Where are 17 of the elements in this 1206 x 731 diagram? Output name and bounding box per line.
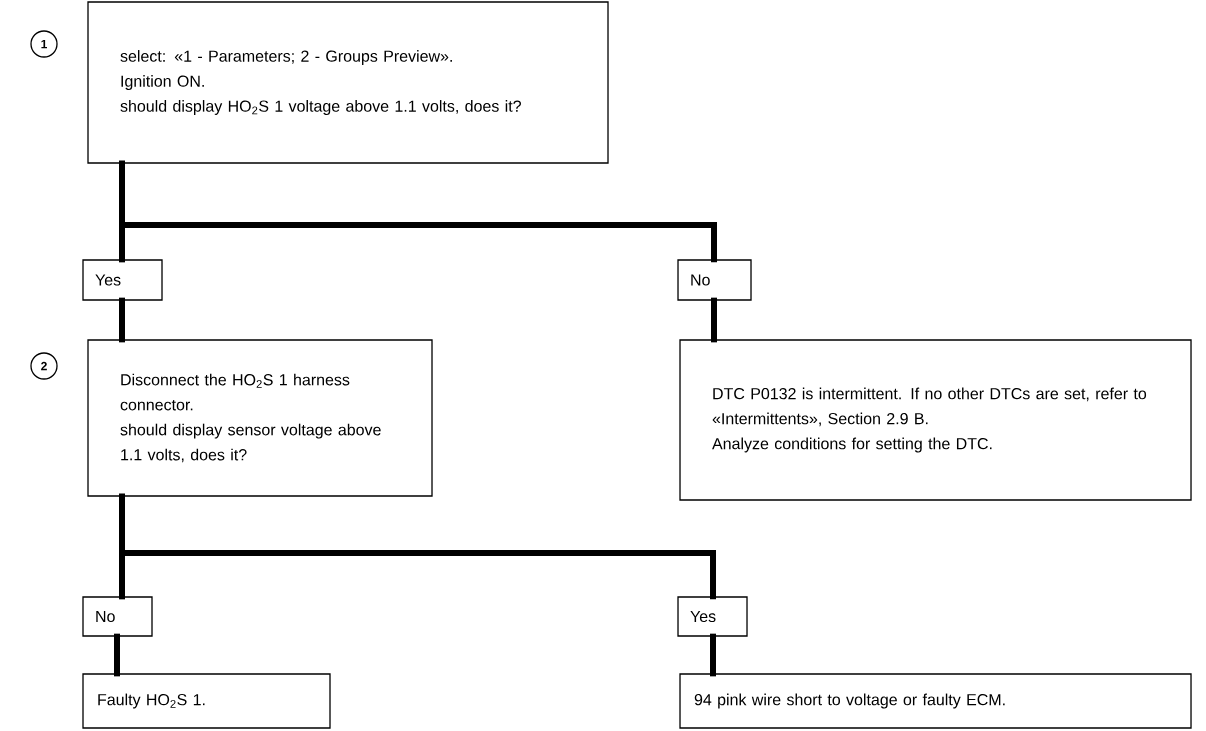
result-box: Faulty HO$_{2}$S 1. (82, 673, 331, 729)
step-number: 1 (30, 30, 58, 58)
connector-line (119, 297, 125, 343)
connector-line (711, 297, 717, 343)
question-box: select: «1 - Parameters; 2 - Groups Preview». Ignition ON. should display HO$_{2}$S 1 voltage above 1.1 volts, does it? (87, 1, 609, 164)
question-box: Disconnect the HO$_{2}$S 1 harness connector. should display sensor voltage above 1.1 volts, does it? (87, 339, 433, 497)
connector-line (710, 633, 716, 677)
connector-line (114, 633, 120, 677)
answer-box: Yes (82, 259, 163, 301)
answer-box: No (82, 596, 153, 637)
connector-line (119, 493, 716, 600)
step-number: 2 (30, 352, 58, 380)
connector-line (119, 160, 717, 263)
result-box: DTC P0132 is intermittent. If no other DTCs are set, refer to «Intermittents», Section 2.9 B. Analyze conditions for setting the DTC. (679, 339, 1192, 501)
answer-box: No (677, 259, 752, 301)
answer-box: Yes (677, 596, 748, 637)
result-box: 94 pink wire short to voltage or faulty ECM. (679, 673, 1192, 729)
